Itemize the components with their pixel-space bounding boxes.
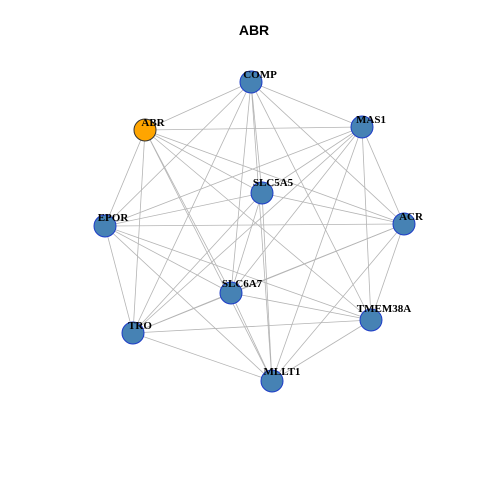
edge-slc5a5-acr	[261, 192, 405, 225]
edge-comp-mllt1	[250, 81, 273, 382]
node-tmem38a[interactable]	[359, 308, 383, 332]
edge-acr-tmem38a	[370, 223, 405, 321]
edge-comp-tmem38a	[250, 81, 372, 321]
edge-abr-mllt1	[144, 129, 273, 382]
node-label-tro: TRO	[128, 320, 152, 332]
edge-mas1-epor	[104, 126, 363, 227]
edge-tro-mllt1	[132, 332, 273, 382]
edge-comp-acr	[250, 81, 405, 225]
node-label-comp: COMP	[243, 69, 277, 81]
node-mllt1[interactable]	[260, 369, 284, 393]
edge-abr-comp	[144, 81, 252, 131]
edge-epor-slc6a7	[104, 225, 232, 294]
edge-slc6a7-tmem38a	[230, 292, 372, 321]
edge-epor-tmem38a	[104, 225, 372, 321]
edge-abr-acr	[144, 129, 405, 225]
edge-mas1-tmem38a	[361, 126, 372, 321]
node-label-acr: ACR	[399, 211, 424, 223]
node-label-mllt1: MLLT1	[264, 366, 301, 378]
edge-mas1-slc6a7	[230, 126, 363, 294]
edge-slc5a5-slc6a7	[230, 192, 263, 294]
edge-slc5a5-epor	[104, 192, 263, 227]
node-label-epor: EPOR	[98, 212, 130, 224]
edge-mas1-acr	[361, 126, 405, 225]
node-label-abr: ABR	[141, 117, 165, 129]
node-comp[interactable]	[239, 70, 263, 94]
edge-abr-tro	[132, 129, 146, 334]
node-tro[interactable]	[121, 321, 145, 345]
edge-mas1-mllt1	[271, 126, 363, 382]
edge-comp-mas1	[250, 81, 363, 128]
edge-comp-slc6a7	[230, 81, 252, 294]
edge-slc6a7-tro	[132, 292, 232, 334]
edge-tmem38a-tro	[132, 319, 372, 334]
node-abr[interactable]	[133, 118, 157, 142]
edge-abr-mas1	[144, 126, 363, 131]
edge-abr-slc5a5	[144, 129, 263, 194]
node-acr[interactable]	[392, 212, 416, 236]
node-label-slc6a7: SLC6A7	[222, 278, 263, 290]
edge-comp-slc5a5	[250, 81, 263, 194]
node-label-tmem38a: TMEM38A	[357, 303, 411, 315]
edge-epor-tro	[104, 225, 134, 334]
edge-abr-epor	[104, 129, 146, 227]
node-label-slc5a5: SLC5A5	[253, 177, 294, 189]
edge-epor-mllt1	[104, 225, 273, 382]
edge-slc5a5-mllt1	[261, 192, 273, 382]
diagram-title: ABR	[239, 22, 269, 38]
edge-slc6a7-mllt1	[230, 292, 273, 382]
node-label-mas1: MAS1	[356, 114, 386, 126]
node-slc5a5[interactable]	[250, 181, 274, 205]
edge-tmem38a-mllt1	[271, 319, 372, 382]
edge-acr-mllt1	[271, 223, 405, 382]
edge-epor-acr	[104, 223, 405, 227]
edge-mas1-tro	[132, 126, 363, 334]
node-slc6a7[interactable]	[219, 281, 243, 305]
node-epor[interactable]	[93, 214, 117, 238]
edge-mas1-slc5a5	[261, 126, 363, 194]
node-layer	[93, 70, 416, 393]
edge-abr-slc6a7	[144, 129, 232, 294]
node-mas1[interactable]	[350, 115, 374, 139]
edge-slc5a5-tro	[132, 192, 263, 334]
edge-layer	[104, 81, 405, 382]
edge-comp-epor	[104, 81, 252, 227]
